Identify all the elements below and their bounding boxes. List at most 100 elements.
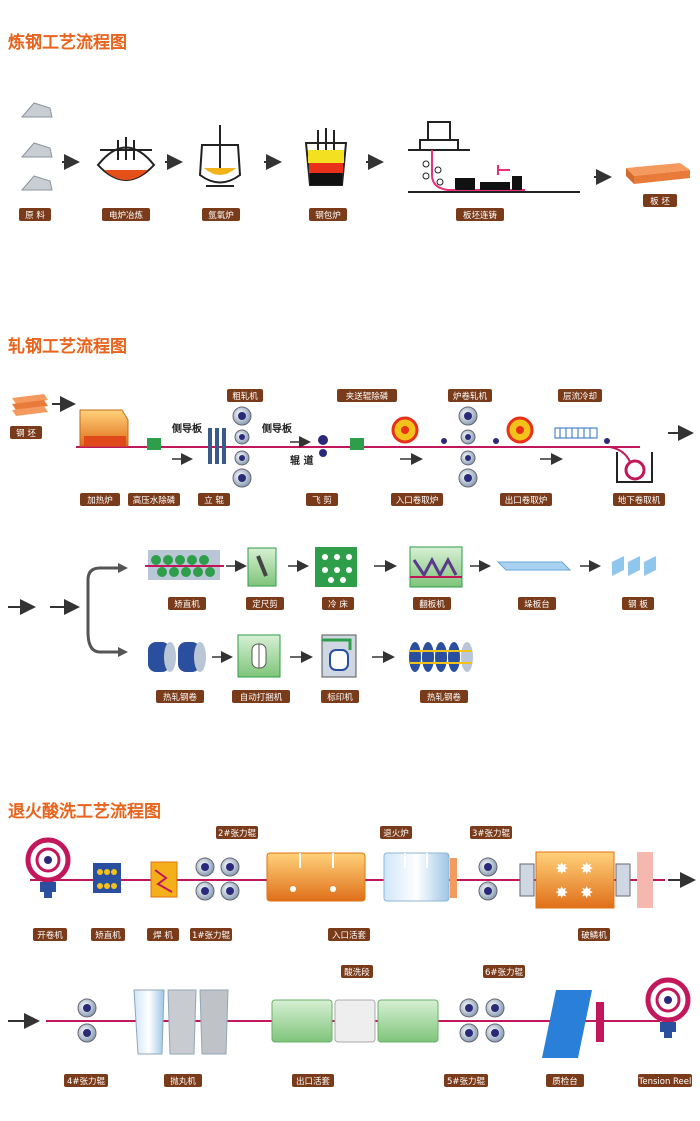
label-entry-looper: 入口活套 (332, 930, 367, 941)
plate-turner-icon (409, 546, 463, 588)
label-tension-roll-4: 4#张力辊 (67, 1076, 106, 1087)
hot-coil-icon (148, 642, 206, 672)
slab-icon (626, 163, 690, 184)
pickling-title: 退火酸洗工艺流程图 (8, 802, 161, 822)
label-uncoiler: 开卷机 (37, 930, 63, 941)
label-inspection-table: 质检台 (552, 1076, 578, 1087)
inspection-table-icon (542, 990, 604, 1058)
label-tension-roll-2: 2#张力辊 (218, 828, 257, 839)
label-entry-coiler: 入口卷取炉 (396, 495, 439, 506)
welder-icon (150, 861, 178, 898)
label-hp-descaler: 高压水除磷 (133, 495, 176, 506)
label-downcoiler: 地下卷取机 (618, 495, 661, 506)
label-hot-coil-2: 热轧钢卷 (427, 692, 462, 703)
cooling-bed-icon (315, 547, 357, 587)
leveler-icon (145, 550, 224, 580)
smelting-labels: 原 料 电炉冶炼 氩氧炉 钢包炉 板坯连铸 板 坯 (19, 194, 677, 221)
label-marking: 标印机 (327, 692, 353, 703)
smelting-title: 炼钢工艺流程图 (8, 33, 127, 53)
svg-text:✸: ✸ (555, 859, 568, 878)
label-roughing-mill: 粗轧机 (232, 391, 258, 402)
label-tension-reel: Tension Reel (638, 1077, 692, 1087)
label-flying-shear: 飞 剪 (312, 495, 332, 506)
label-hot-coil: 热轧钢卷 (163, 692, 198, 703)
entry-coiler-icon (391, 416, 419, 444)
laminar-cooling-icon (554, 427, 610, 444)
straightener-icon (93, 863, 121, 893)
plate-stacker-icon (496, 561, 572, 571)
edger-icon (208, 428, 226, 464)
label-billet: 钢 坯 (16, 428, 36, 439)
label-tension-roll-1: 1#张力辊 (192, 930, 231, 941)
label-laminar-cooling: 层流冷却 (563, 391, 597, 402)
entry-looper-icon (266, 852, 366, 902)
roughing-mill-icon (232, 406, 252, 488)
label-leveler: 矫直机 (174, 599, 200, 610)
label-steckel-mill: 炉卷轧机 (453, 391, 488, 402)
aod-furnace-icon (198, 125, 242, 187)
electric-furnace-icon (96, 137, 156, 181)
annealing-furnace-icon (383, 852, 457, 902)
strapping-machine-icon (237, 634, 281, 678)
label-plate-turner: 翻板机 (419, 599, 445, 610)
label-tension-roll-5: 5#张力辊 (447, 1076, 486, 1087)
cut-to-length-shear-icon (247, 547, 277, 587)
svg-text:✸: ✸ (580, 883, 593, 902)
rolling-flow: 侧导板 侧导板 辊 道 粗轧机 夹送辊除磷 炉卷轧机 层流冷却 钢 坯 加热炉 … (8, 389, 694, 703)
label-annealing-furnace: 退火炉 (383, 828, 409, 839)
label-ladle-furnace: 钢包炉 (315, 210, 341, 221)
label-scale-breaker: 破鳞机 (581, 930, 607, 941)
scale-breaker-icon: ✸ ✸ ✸ ✸ (519, 851, 653, 909)
label-reheat-furnace: 加热炉 (87, 495, 113, 506)
label-pickling-section: 酸洗段 (344, 967, 370, 978)
svg-text:✸: ✸ (580, 859, 593, 878)
label-tension-roll-6: 6#张力辊 (485, 967, 524, 978)
label-electric-furnace: 电炉冶炼 (109, 210, 144, 221)
label-cooling-bed: 冷 床 (328, 599, 348, 610)
ladle-furnace-icon (304, 128, 348, 186)
text-side-guide-1: 侧导板 (172, 422, 203, 435)
downcoiler-icon (609, 446, 653, 483)
label-ctl-shear: 定尺剪 (252, 599, 278, 610)
label-tension-roll-3: 3#张力辊 (472, 828, 511, 839)
label-stacker: 垛板台 (524, 599, 550, 610)
hot-coils-group-icon (409, 642, 473, 672)
svg-text:✸: ✸ (555, 883, 568, 902)
label-slab-caster: 板坯连铸 (463, 210, 498, 221)
rolling-title: 轧钢工艺流程图 (8, 337, 127, 357)
exit-looper-icon (271, 999, 439, 1043)
tension-roll-4-icon (77, 998, 97, 1043)
reheating-furnace-icon (79, 409, 129, 447)
exit-coiler-icon (506, 416, 534, 444)
steckel-mill-icon (441, 406, 499, 488)
label-exit-looper: 出口活套 (296, 1076, 331, 1087)
marking-machine-icon (321, 634, 357, 678)
uncoiler-icon (25, 837, 71, 898)
text-side-guide-2: 侧导板 (262, 422, 293, 435)
label-pinch-descaler: 夹送辊除磷 (346, 391, 389, 402)
smelting-flow: 原 料 电炉冶炼 氩氧炉 钢包炉 板坯连铸 板 坯 (19, 102, 690, 221)
flying-shear-icon (318, 435, 328, 457)
label-raw-material: 原 料 (25, 210, 45, 221)
label-shot-blaster: 抛丸机 (170, 1076, 196, 1087)
label-exit-coiler: 出口卷取炉 (505, 495, 548, 506)
steel-plate-icon (612, 556, 656, 576)
tension-reel-icon (645, 977, 691, 1038)
pickling-flow: ✸ ✸ ✸ ✸ 2#张力辊 退火炉 3#张力辊 开卷机 矫直机 焊 机 1#张力… (8, 826, 696, 1087)
shot-blaster-icon (133, 989, 229, 1055)
label-aod-furnace: 氩氧炉 (208, 210, 234, 221)
billet-icon (12, 394, 48, 416)
pinch-descaler-icon (350, 438, 364, 450)
label-welder: 焊 机 (153, 930, 173, 941)
label-strapping: 自动打捆机 (240, 692, 283, 703)
label-edger: 立 辊 (204, 495, 224, 506)
continuous-caster-icon (408, 121, 580, 193)
tension-roll-1-icon (195, 857, 240, 901)
hp-descaler-icon (147, 438, 161, 450)
text-roller-table: 辊 道 (290, 454, 313, 467)
tension-roll-3-icon (478, 857, 498, 901)
label-slab: 板 坯 (650, 196, 670, 207)
raw-material-icon (20, 102, 53, 191)
tension-roll-5-icon (459, 998, 505, 1043)
